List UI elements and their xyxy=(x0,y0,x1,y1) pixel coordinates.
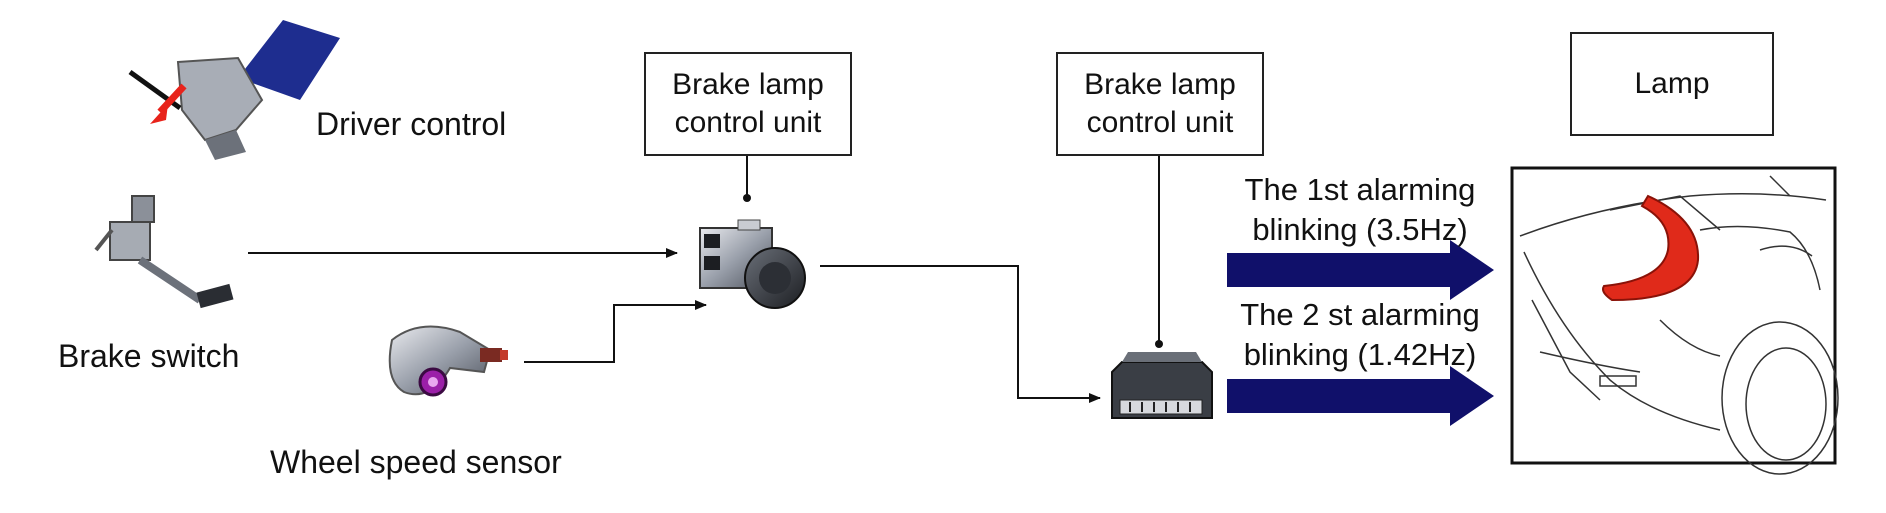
first-signal-line1: The 1st alarming xyxy=(1244,172,1476,207)
wheel-speed-sensor-icon xyxy=(388,325,508,397)
first-signal-text: The 1st alarming blinking (3.5Hz) xyxy=(1210,170,1510,250)
first-signal-line2: blinking (3.5Hz) xyxy=(1252,212,1468,247)
cu1-line2: control unit xyxy=(674,106,822,139)
control-module-icon xyxy=(1111,352,1213,419)
rear-lamp-highlight xyxy=(1602,194,1700,302)
abs-to-module-arrow xyxy=(820,265,1101,403)
signal-arrows xyxy=(1227,240,1494,426)
wheel-sensor-to-abs-arrow xyxy=(524,300,707,363)
cu1-pointer-dot xyxy=(743,194,751,202)
brake-lamp-control-unit-box-2: Brake lamp control unit xyxy=(1056,52,1264,156)
abs-modulator-icon xyxy=(699,219,806,309)
connectors xyxy=(248,155,1163,403)
car-rear-lamp-icon xyxy=(1510,166,1839,475)
second-signal-arrow xyxy=(1227,366,1494,426)
brake-lamp-control-unit-box-1: Brake lamp control unit xyxy=(644,52,852,156)
wheel-speed-sensor-label: Wheel speed sensor xyxy=(270,444,562,480)
lamp-box: Lamp xyxy=(1570,32,1774,136)
cu2-pointer-dot xyxy=(1155,340,1163,348)
cu2-line2: control unit xyxy=(1086,106,1234,139)
brake-pedal-foot-icon xyxy=(128,20,340,160)
lamp-label: Lamp xyxy=(1634,67,1710,100)
brake-switch-label: Brake switch xyxy=(58,338,240,374)
second-signal-line1: The 2 st alarming xyxy=(1240,297,1480,332)
cu1-line1: Brake lamp xyxy=(672,68,824,101)
second-signal-line2: blinking (1.42Hz) xyxy=(1243,337,1477,372)
second-signal-text: The 2 st alarming blinking (1.42Hz) xyxy=(1210,295,1510,375)
cu2-line1: Brake lamp xyxy=(1084,68,1236,101)
first-signal-arrow xyxy=(1227,240,1494,300)
brake-switch-icon xyxy=(94,195,234,309)
driver-control-label: Driver control xyxy=(316,106,507,142)
